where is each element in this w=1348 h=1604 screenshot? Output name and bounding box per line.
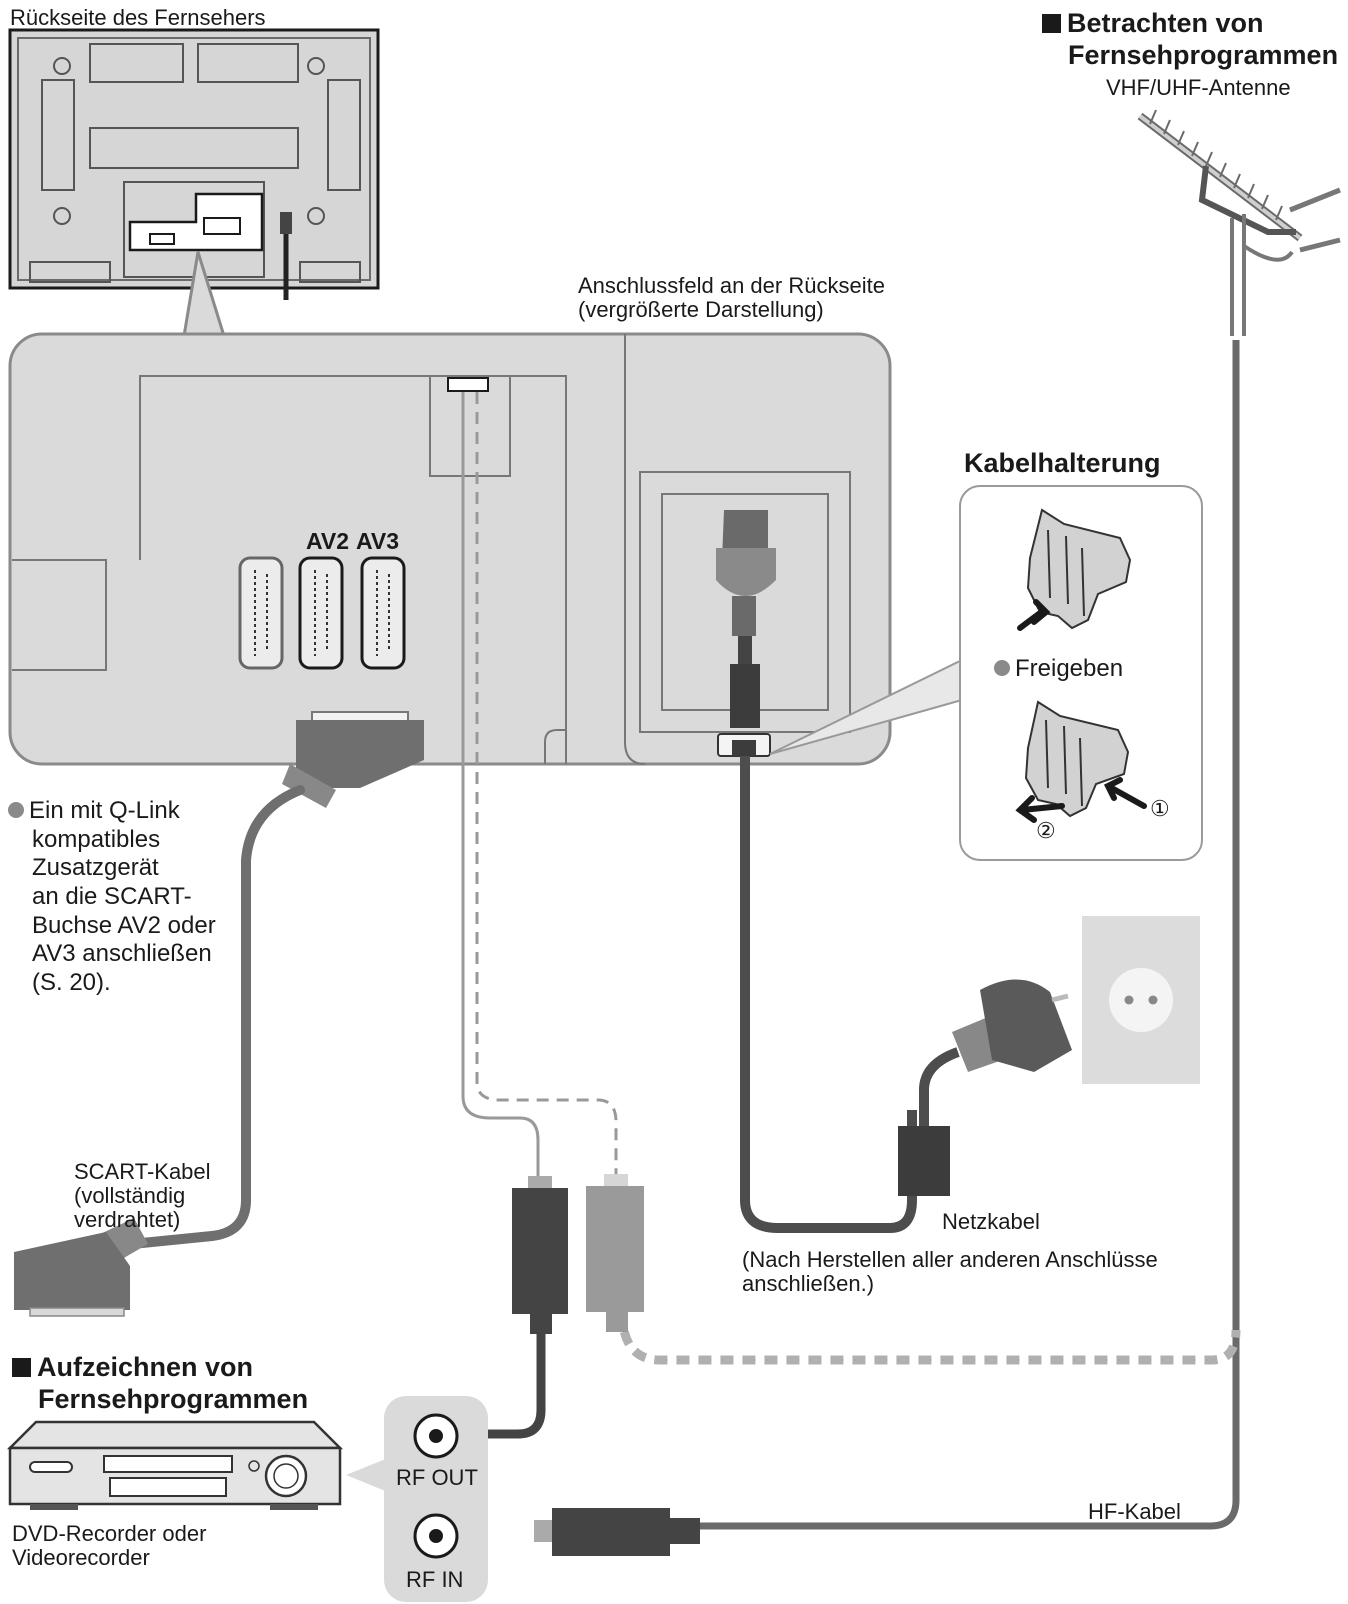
tv-back-title: Rückseite des Fernsehers (10, 5, 266, 30)
tv-back-thumbnail (8, 28, 380, 300)
qlink-note-line7: (S. 20). (32, 969, 111, 996)
qlink-note-line2: kompatibles (32, 826, 161, 853)
qlink-note-line6: AV3 anschließen (32, 940, 212, 967)
power-cable (716, 510, 1072, 1233)
power-cable-note-line2: anschließen.) (742, 1271, 875, 1296)
antenna (1137, 109, 1341, 336)
antenna-label: VHF/UHF-Antenne (1106, 75, 1291, 100)
qlink-note-line1: Ein mit Q-Link (8, 796, 180, 825)
scart-cable-label-line2: (vollständig (74, 1183, 186, 1208)
section-marker-icon (12, 1358, 31, 1377)
wall-socket (1082, 916, 1200, 1084)
hf-cable-label: HF-Kabel (1088, 1499, 1181, 1524)
rf-cable-dashed (475, 392, 618, 1178)
qlink-note-line4: an die SCART- (32, 883, 192, 910)
scart-label-av3: AV3 (356, 528, 400, 554)
recorder-label-line1: DVD-Recorder oder (12, 1521, 207, 1546)
recorder-label-line2: Videorecorder (12, 1545, 150, 1570)
bullet-icon (8, 802, 24, 818)
cable-holder-title: Kabelhalterung (964, 448, 1161, 478)
hf-plug (534, 1508, 700, 1556)
scart-cable (14, 711, 424, 1317)
power-cable-label: Netzkabel (942, 1209, 1040, 1234)
panel-label-line2: (vergrößerte Darstellung) (578, 297, 824, 322)
step-2-marker: ② (1036, 818, 1056, 843)
qlink-note-line5: Buchse AV2 oder (32, 912, 216, 939)
rear-panel-enlarged (8, 332, 892, 766)
bullet-icon (994, 660, 1010, 676)
rf-in-label: RF IN (406, 1567, 464, 1592)
watch-heading-line1: Betrachten von (1042, 8, 1264, 39)
zoom-callout (182, 251, 226, 337)
hf-cable-line (700, 340, 1240, 1530)
cable-holder-inset (769, 485, 1203, 861)
release-label: Freigeben (994, 654, 1123, 683)
recorder-device (6, 1420, 388, 1510)
watch-heading-line2: Fernsehprogrammen (1068, 40, 1339, 70)
rf-out-label: RF OUT (396, 1465, 478, 1490)
scart-sockets (238, 556, 406, 670)
power-cable-note-line1: (Nach Herstellen aller anderen Anschlüss… (742, 1247, 1158, 1272)
rf-plugs (474, 1174, 644, 1439)
section-marker-icon (1042, 14, 1061, 33)
scart-label-av2: AV2 (306, 528, 350, 554)
record-heading-line2: Fernsehprogrammen (38, 1384, 309, 1414)
qlink-note-line3: Zusatzgerät (32, 854, 159, 881)
scart-cable-label-line3: verdrahtet) (74, 1207, 181, 1232)
panel-label-line1: Anschlussfeld an der Rückseite (578, 273, 885, 298)
antenna-passthrough-line (617, 1309, 1241, 1365)
record-heading-line1: Aufzeichnen von (12, 1352, 253, 1383)
step-1-marker: ① (1150, 796, 1170, 821)
scart-cable-label-line1: SCART-Kabel (74, 1159, 211, 1184)
rf-terminal-block (384, 1396, 488, 1602)
rf-cable-solid (461, 392, 540, 1180)
